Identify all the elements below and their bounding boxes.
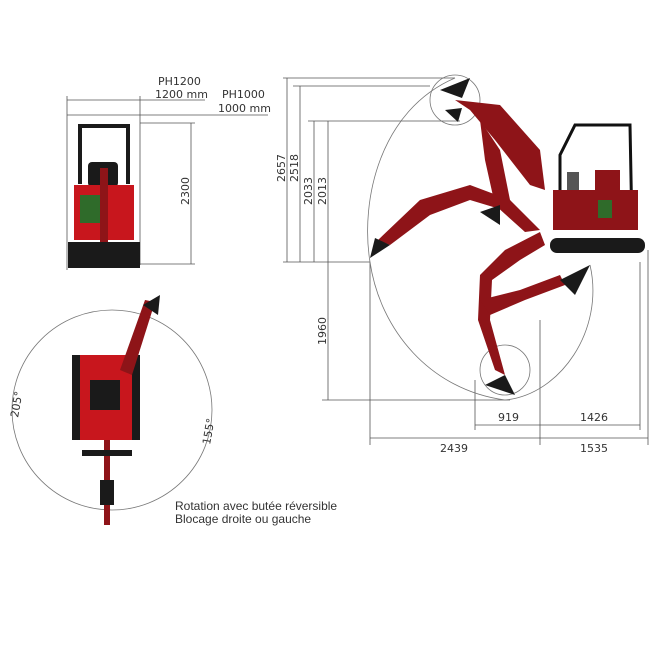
rotation-caption-1: Rotation avec butée réversible: [175, 499, 337, 513]
rotation-caption-2: Blocage droite ou gauche: [175, 512, 311, 526]
boom-positions: [378, 100, 565, 375]
angle-205: 205°: [8, 390, 25, 418]
ph1200-label: PH1200: [158, 75, 201, 88]
side-view: 2657 2518 2033 2013 1960 919 1426 2439 1…: [275, 74, 649, 455]
top-view: 205° 155° Rotation avec butée réversible…: [8, 295, 337, 526]
dim-2013: 2013: [316, 177, 329, 205]
dim-2033: 2033: [302, 177, 315, 205]
height-2300: 2300: [179, 177, 192, 205]
dim-1960: 1960: [316, 317, 329, 345]
dim-1426: 1426: [580, 411, 608, 424]
side-machine: [550, 123, 645, 253]
ph1200-width: 1200 mm: [155, 88, 208, 101]
angle-155: 155°: [200, 417, 217, 445]
dim-2657: 2657: [275, 154, 288, 182]
dim-919: 919: [498, 411, 519, 424]
bucket-positions: [370, 78, 590, 395]
dim-2518: 2518: [288, 154, 301, 182]
top-boom-swung: [120, 300, 155, 375]
dim-1535: 1535: [580, 442, 608, 455]
ph1000-width: 1000 mm: [218, 102, 271, 115]
dim-2439: 2439: [440, 442, 468, 455]
swing-circle: [11, 309, 213, 511]
ph1000-label: PH1000: [222, 88, 265, 101]
reach-envelope: [367, 77, 594, 401]
front-view: PH1200 1200 mm PH1000 1000 mm 2300: [66, 75, 271, 270]
